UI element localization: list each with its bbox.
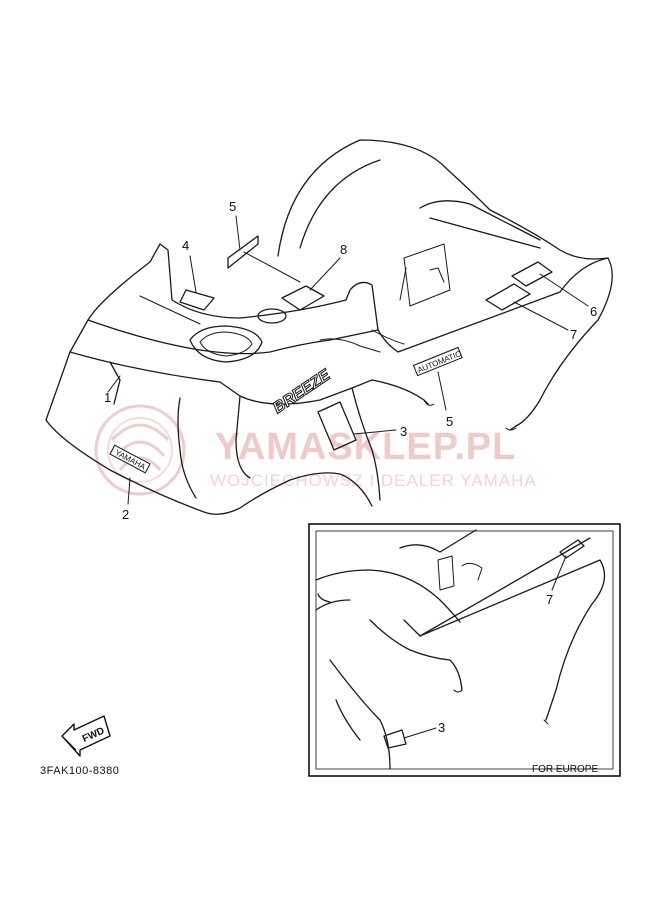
callout-7: 7 <box>570 327 577 342</box>
rear-fender <box>45 139 613 515</box>
callout-1: 1 <box>104 390 111 405</box>
callout-6: 6 <box>590 304 597 319</box>
inset-decal-7 <box>559 539 585 559</box>
callout-2: 2 <box>122 507 129 522</box>
watermark-logo-icon <box>94 404 186 496</box>
watermark: YAMASKLEP.PL WOJCIECHOWSZ I DEALER YAMAH… <box>94 404 537 496</box>
inset-frame <box>308 523 621 777</box>
decal-5 <box>227 235 259 269</box>
callout-4: 4 <box>182 238 189 253</box>
inset-callout-3: 3 <box>438 720 445 735</box>
decal-automatic: AUTOMATIC <box>412 346 463 377</box>
leader-lines <box>107 215 589 505</box>
inset-caption: FOR EUROPE <box>532 764 598 775</box>
decal-7 <box>485 283 531 311</box>
decal-4 <box>179 289 215 311</box>
fwd-arrow-icon: FWD <box>61 715 111 757</box>
decal-3 <box>317 401 357 451</box>
callout-3: 3 <box>400 424 407 439</box>
inset-decal-3 <box>383 729 407 749</box>
watermark-sub: WOJCIECHOWSZ I DEALER YAMAHA <box>210 471 537 490</box>
decal-6 <box>511 261 553 287</box>
callouts-main: 1 2 3 4 5 5 6 7 8 <box>104 199 597 522</box>
callout-5-top: 5 <box>229 199 236 214</box>
callout-5-side: 5 <box>446 414 453 429</box>
decal-8 <box>281 285 325 311</box>
inset-europe: 7 3 FOR EUROPE <box>308 523 621 777</box>
callout-8: 8 <box>340 242 347 257</box>
part-code: 3FAK100-8380 <box>40 765 119 777</box>
inset-callout-7: 7 <box>546 592 553 607</box>
